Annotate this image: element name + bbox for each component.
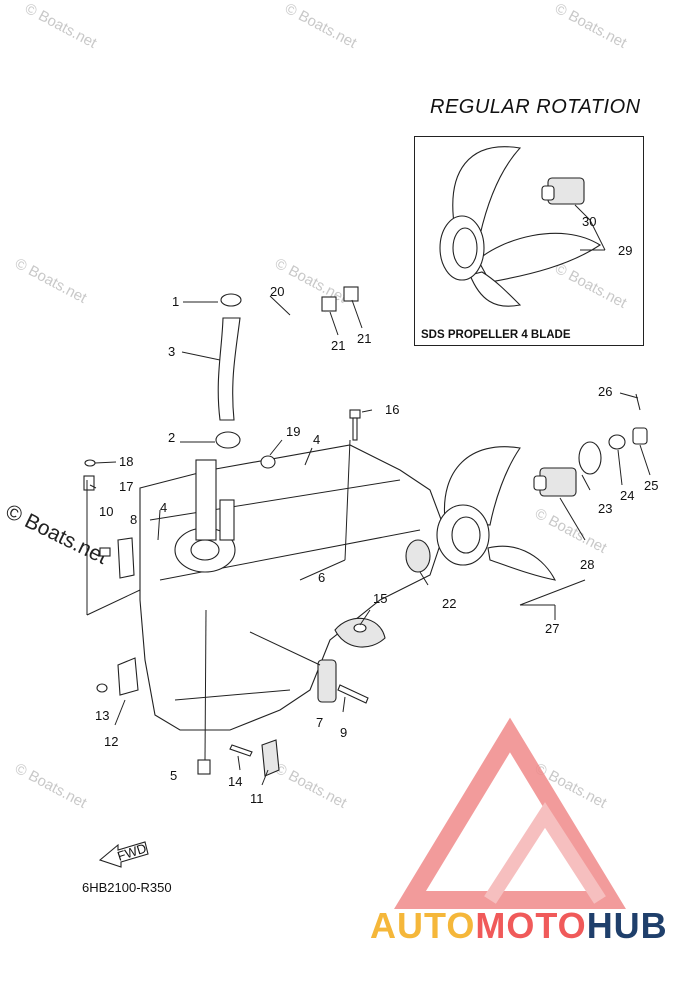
- callout-4: 4: [160, 500, 167, 515]
- callout-13: 13: [95, 708, 109, 723]
- callout-17: 17: [119, 479, 133, 494]
- leader-lines: [86, 204, 651, 786]
- callout-12: 12: [104, 734, 118, 749]
- callout-9: 9: [340, 725, 347, 740]
- callout-6: 6: [318, 570, 325, 585]
- brand-part-1: AUTO: [370, 905, 476, 946]
- callout-2: 2: [168, 430, 175, 445]
- inset-label: SDS PROPELLER 4 BLADE: [421, 329, 571, 341]
- callout-3: 3: [168, 344, 175, 359]
- callout-29: 29: [618, 243, 632, 258]
- brand-logo: [394, 717, 626, 909]
- brand-wordmark: AUTOMOTOHUB: [370, 905, 668, 947]
- nut: [99, 547, 111, 557]
- brand-part-2: MOTO: [475, 905, 587, 946]
- screw: [83, 475, 95, 491]
- callout-18: 18: [119, 454, 133, 469]
- callout-16: 16: [385, 402, 399, 417]
- callout-14: 14: [228, 774, 242, 789]
- callout-20: 20: [270, 284, 284, 299]
- anode: [334, 617, 386, 648]
- callout-numbers: 1 2 3 4 4 5 6 7 8 9 10 11 12 13 14 15 16…: [95, 214, 658, 806]
- bolt: [197, 759, 211, 775]
- o-ring: [84, 459, 96, 467]
- callout-21: 21: [331, 338, 345, 353]
- bracket: [117, 537, 135, 579]
- callout-5: 5: [170, 768, 177, 783]
- callout-21: 21: [357, 331, 371, 346]
- bolt: [337, 684, 369, 704]
- cotter-pin: [635, 393, 641, 411]
- callout-27: 27: [545, 621, 559, 636]
- screw: [229, 744, 253, 757]
- washer: [578, 441, 602, 475]
- callout-1: 1: [172, 294, 179, 309]
- clip: [343, 286, 359, 302]
- pipe: [268, 310, 326, 455]
- diagram-code: 6HB2100-R350: [82, 880, 172, 895]
- callout-11: 11: [250, 791, 264, 806]
- callout-15: 15: [373, 591, 387, 606]
- callout-19: 19: [286, 424, 300, 439]
- inset-propeller: [439, 146, 602, 307]
- callout-23: 23: [598, 501, 612, 516]
- nut: [632, 427, 648, 445]
- lower-casing: [139, 444, 446, 731]
- washer: [608, 434, 626, 450]
- fwd-arrow: [98, 841, 149, 868]
- callout-26: 26: [598, 384, 612, 399]
- clip: [321, 296, 337, 312]
- callout-10: 10: [99, 504, 113, 519]
- bracket: [117, 657, 139, 696]
- diagram-title: REGULAR ROTATION: [430, 96, 641, 118]
- callout-22: 22: [442, 596, 456, 611]
- plate: [317, 659, 337, 703]
- callout-24: 24: [620, 488, 634, 503]
- fwd-label: FWD: [115, 840, 148, 863]
- callout-8: 8: [130, 512, 137, 527]
- nut: [96, 683, 108, 693]
- cover: [261, 739, 280, 777]
- thrust-washer: [405, 539, 431, 573]
- callout-30: 30: [582, 214, 596, 229]
- callout-28: 28: [580, 557, 594, 572]
- grommet: [260, 455, 276, 469]
- water-tube: [215, 293, 242, 449]
- inset-box: SDS PROPELLER 4 BLADE: [414, 136, 644, 346]
- callout-25: 25: [644, 478, 658, 493]
- bolt: [349, 409, 361, 441]
- callout-4: 4: [313, 432, 320, 447]
- inset-spline-hub: [541, 177, 585, 205]
- callout-7: 7: [316, 715, 323, 730]
- brand-part-3: HUB: [586, 905, 668, 946]
- propeller: [436, 446, 556, 581]
- spline-hub: [533, 467, 577, 497]
